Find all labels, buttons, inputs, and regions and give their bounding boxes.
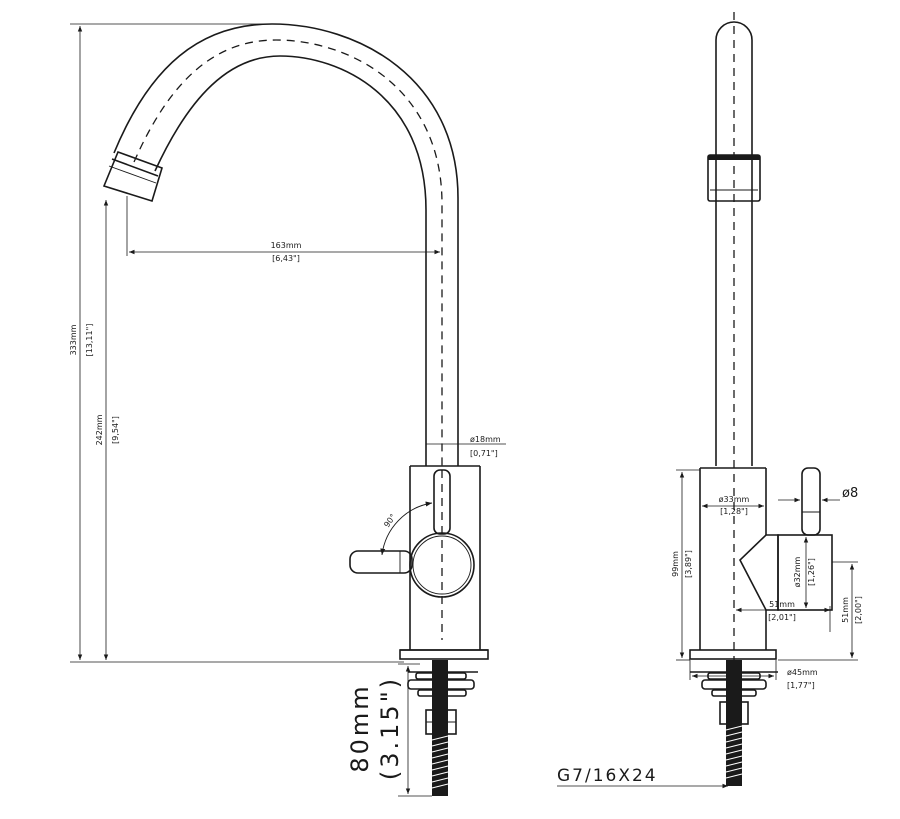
handle-height-value: 51mm [841, 597, 850, 623]
total-height-imperial: [13,11"] [85, 324, 94, 357]
spout-diameter-imperial: [0,71"] [470, 449, 498, 458]
spout-height-value: 242mm [95, 414, 104, 445]
dim-spout-height: 242mm [9,54"] [95, 200, 120, 660]
dim-handle-height: 51mm [2,00"] [778, 561, 863, 661]
side-aerator [707, 154, 761, 202]
lever-diameter-value: ø8 [842, 486, 858, 501]
dim-lever-diameter: ø8 [778, 486, 858, 503]
side-spout [715, 12, 753, 660]
handle-rotation-label: 90° [382, 512, 398, 529]
body-height-imperial: [3,89"] [684, 550, 693, 578]
side-view: G7/16X24 99mm [3,89"] ø33mm [1,28"] ø8 [557, 12, 863, 789]
aerator [102, 150, 163, 203]
reach-value: 163mm [271, 241, 302, 250]
front-view: 333mm [13,11"] 242mm [9,54"] 163mm [6,43… [69, 23, 506, 797]
body-diameter-value: ø33mm [719, 495, 750, 504]
handle-offset-value: 51mm [769, 600, 795, 609]
dim-body-diameter: ø33mm [1,28"] [702, 495, 764, 516]
faucet-body [399, 465, 489, 660]
handle-boss-value: ø32mm [793, 556, 802, 587]
thread-spec: G7/16X24 [557, 766, 728, 789]
dim-shank-length: 80mm (3.15") [346, 663, 432, 797]
base-diameter-value: ø45mm [787, 668, 818, 677]
spout-outline [113, 23, 459, 466]
handle-height-imperial: [2,00"] [854, 596, 863, 624]
spout-diameter-value: ø18mm [470, 435, 501, 444]
reach-imperial: [6,43"] [272, 254, 300, 263]
dim-base-diameter: ø45mm [1,77"] [689, 660, 818, 690]
handle-assembly [349, 469, 475, 598]
dim-body-height: 99mm [3,89"] [671, 469, 700, 661]
body-height-value: 99mm [671, 551, 680, 577]
dim-handle-offset: 51mm [2,01"] [736, 600, 831, 632]
body-diameter-imperial: [1,28"] [720, 507, 748, 516]
handle-offset-imperial: [2,01"] [768, 613, 796, 622]
shank-length-value: 80mm [346, 683, 374, 772]
dim-spout-diameter: ø18mm [0,71"] [425, 435, 506, 458]
spout-height-imperial: [9,54"] [111, 416, 120, 444]
dim-handle-boss: ø32mm [1,26"] [793, 537, 816, 608]
base-diameter-imperial: [1,77"] [787, 681, 815, 690]
dim-total-height: 333mm [13,11"] [69, 23, 404, 663]
side-shank [690, 660, 778, 786]
total-height-value: 333mm [69, 324, 78, 355]
thread-spec-label: G7/16X24 [557, 766, 658, 786]
side-body [689, 467, 777, 660]
dim-spout-reach: 163mm [6,43"] [126, 196, 440, 263]
shank-length-imperial: (3.15") [376, 676, 404, 780]
side-handle [739, 467, 833, 611]
mounting-shank [407, 660, 478, 796]
handle-boss-imperial: [1,26"] [807, 558, 816, 586]
